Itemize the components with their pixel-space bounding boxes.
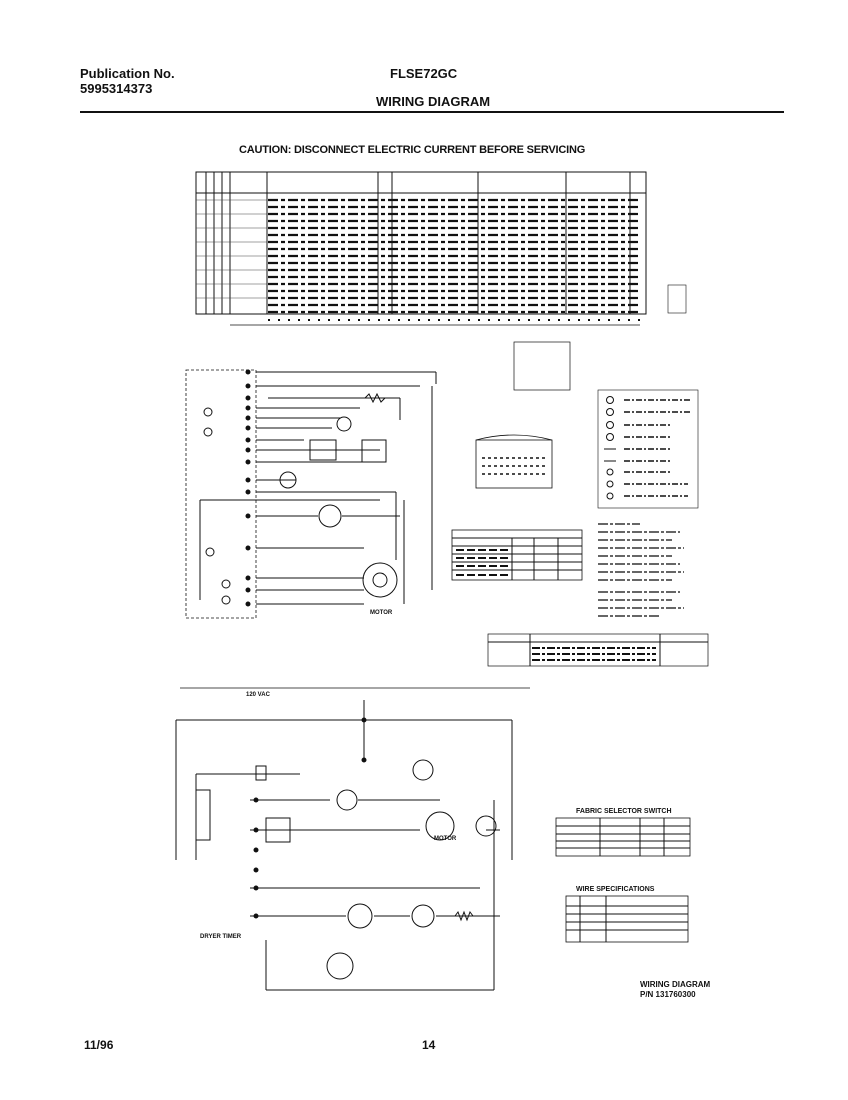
caution-notice: CAUTION: DISCONNECT ELECTRIC CURRENT BEF… <box>239 144 586 156</box>
voltage-label: 120 VAC <box>246 692 270 698</box>
dryer-timer-label: DRYER TIMER <box>200 934 242 940</box>
drain-pump-label: MOTOR <box>434 836 457 842</box>
dryer-schematic <box>175 687 530 991</box>
washer-schematic <box>185 369 437 619</box>
revision-date: 11/96 <box>84 1038 114 1052</box>
page-number: 14 <box>422 1038 436 1052</box>
header-rule <box>80 111 784 113</box>
fabric-selector-title: FABRIC SELECTOR SWITCH <box>576 808 672 815</box>
publication-label: Publication No. <box>80 66 175 81</box>
model-number: FLSE72GC <box>390 66 458 81</box>
wire-spec-title: WIRE SPECIFICATIONS <box>576 886 655 893</box>
page-title: WIRING DIAGRAM <box>376 94 491 109</box>
drive-motor-label: MOTOR <box>370 610 393 616</box>
publication-number: 5995314373 <box>80 81 153 96</box>
diagram-label: WIRING DIAGRAM <box>640 980 711 989</box>
diagram-part-number: P/N 131760300 <box>640 990 696 999</box>
